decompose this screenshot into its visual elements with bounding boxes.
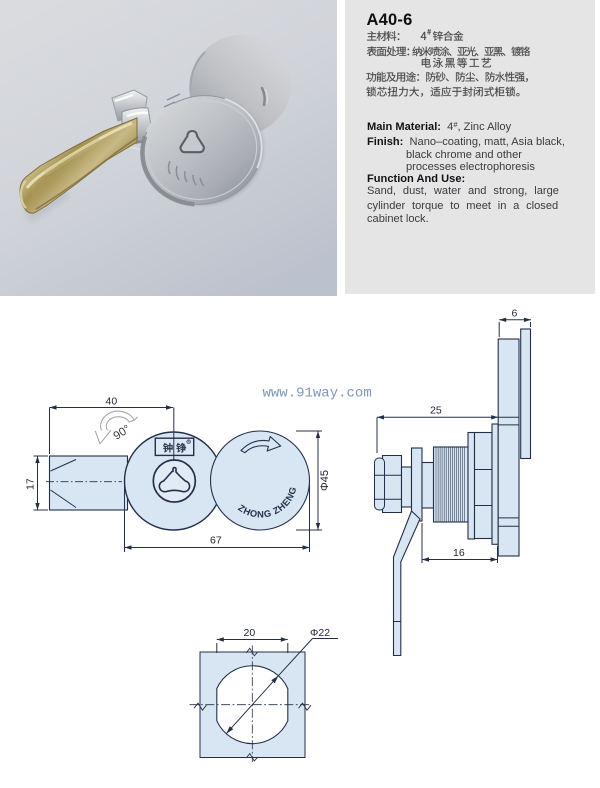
svg-text:R: R (188, 440, 191, 444)
svg-text:25: 25 (430, 405, 442, 417)
svg-text:90°: 90° (112, 423, 133, 443)
svg-text:16: 16 (453, 547, 465, 559)
svg-text:17: 17 (25, 478, 37, 490)
svg-text:20: 20 (244, 627, 256, 639)
svg-text:67: 67 (210, 535, 222, 547)
svg-text:6: 6 (512, 308, 518, 320)
svg-text:Φ22: Φ22 (310, 627, 330, 639)
svg-text:40: 40 (106, 396, 118, 408)
svg-text:Φ45: Φ45 (319, 470, 331, 491)
svg-text:www.91way.com: www.91way.com (263, 386, 372, 402)
